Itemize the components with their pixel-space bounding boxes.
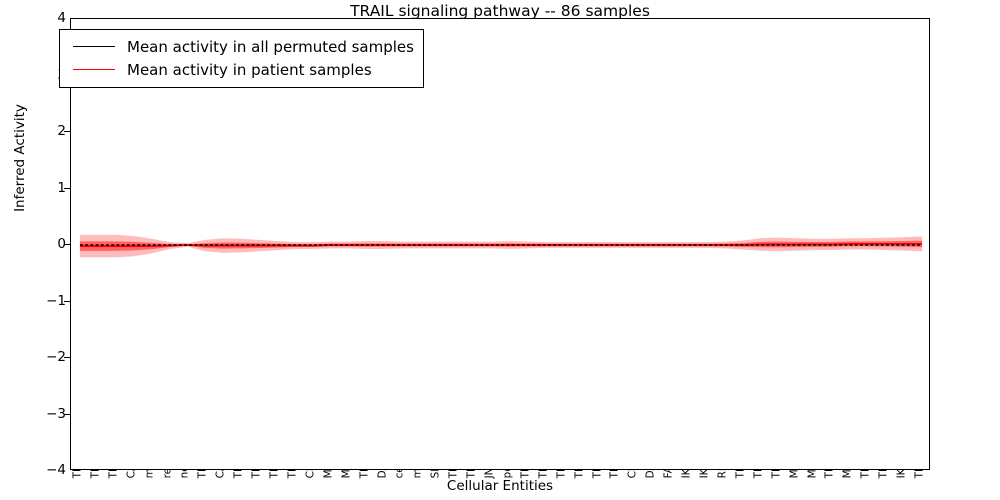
patient-mean-line [79,242,923,248]
y-tick-label: 4 [57,10,66,26]
legend-swatch-patient [73,69,115,70]
y-tick-mark [64,413,70,415]
legend-entry-patient: Mean activity in patient samples [69,58,414,81]
y-tick-label: 1 [57,179,66,196]
y-tick-label: 2 [57,123,66,139]
y-tick-label: −4 [46,462,66,478]
chart-legend: Mean activity in all permuted samples Me… [59,29,424,88]
y-tick-label: −2 [46,349,66,365]
y-tick-label: 0 [57,236,66,252]
series-canvas [79,234,923,258]
y-tick-mark [64,244,70,245]
y-tick-mark [64,357,70,358]
plot-area [70,18,930,470]
y-tick-mark [64,300,70,302]
y-tick-label: −1 [46,292,66,309]
x-axis-label: Cellular Entities [446,478,554,494]
chart-title: TRAIL signaling pathway -- 86 samples [350,2,650,20]
legend-swatch-permuted [73,46,115,47]
legend-label-permuted: Mean activity in all permuted samples [127,37,414,56]
y-tick-mark [64,131,70,132]
y-tick-label: −3 [46,405,66,422]
legend-entry-permuted: Mean activity in all permuted samples [69,35,414,58]
y-tick-mark [64,187,70,189]
legend-label-patient: Mean activity in patient samples [127,60,372,79]
